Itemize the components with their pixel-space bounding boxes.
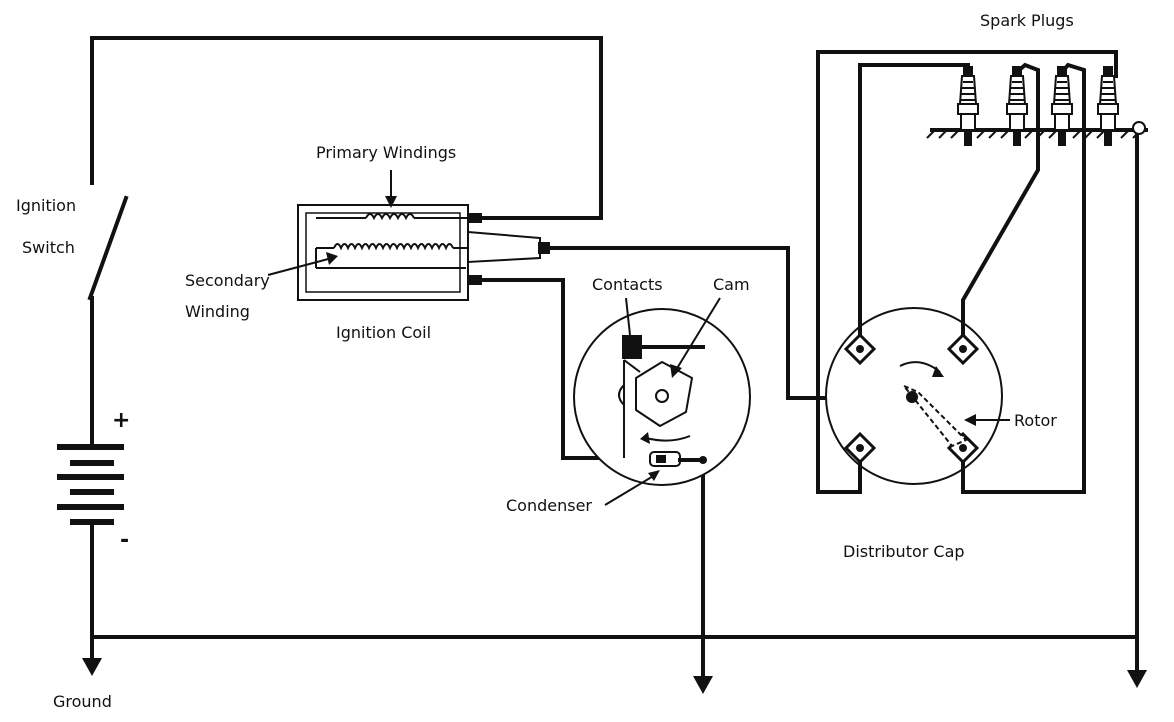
- ignition-switch: [87, 195, 129, 447]
- ground-label: Ground: [53, 692, 112, 711]
- secondary-winding-pointer: [267, 257, 333, 276]
- ignition-coil-label: Ignition Coil: [336, 323, 432, 342]
- spark-plug-1: [957, 66, 979, 146]
- cam-label: Cam: [713, 275, 750, 294]
- battery-minus-label: -: [120, 528, 130, 553]
- rotor-label: Rotor: [1014, 411, 1057, 430]
- distributor-terminals: [843, 332, 980, 465]
- cam-pointer: [675, 297, 721, 371]
- condenser-label: Condenser: [506, 496, 592, 515]
- spark-plugs-label: Spark Plugs: [980, 11, 1074, 30]
- ground-arrow-middle: [693, 676, 713, 694]
- condenser-pointer: [604, 474, 656, 506]
- ignition-switch-label-line1: Ignition: [16, 196, 77, 215]
- ground-arrow-right: [1127, 670, 1147, 688]
- battery-plus-label: +: [112, 408, 131, 433]
- rotor: [903, 385, 968, 448]
- battery: [57, 444, 124, 525]
- ground-arrow-left: [82, 658, 102, 676]
- contacts-pointer: [625, 297, 631, 336]
- contacts-label: Contacts: [592, 275, 663, 294]
- ignition-switch-label-line2: Switch: [22, 238, 75, 257]
- spark-plug-3: [1051, 66, 1073, 146]
- spark-plug-2: [1006, 66, 1028, 146]
- spark-plug-4: [1097, 66, 1119, 146]
- breaker-points-housing: [573, 308, 751, 486]
- distributor-cap: [825, 307, 1003, 485]
- secondary-winding-coil: [315, 243, 468, 269]
- primary-windings-label: Primary Windings: [316, 143, 457, 162]
- secondary-winding-label-line2: Winding: [185, 302, 250, 321]
- secondary-winding-label-line1: Secondary: [185, 271, 270, 290]
- distributor-cap-label: Distributor Cap: [843, 542, 965, 561]
- contacts-block: [622, 335, 642, 359]
- primary-winding-coil: [316, 213, 478, 221]
- cam: [635, 361, 693, 427]
